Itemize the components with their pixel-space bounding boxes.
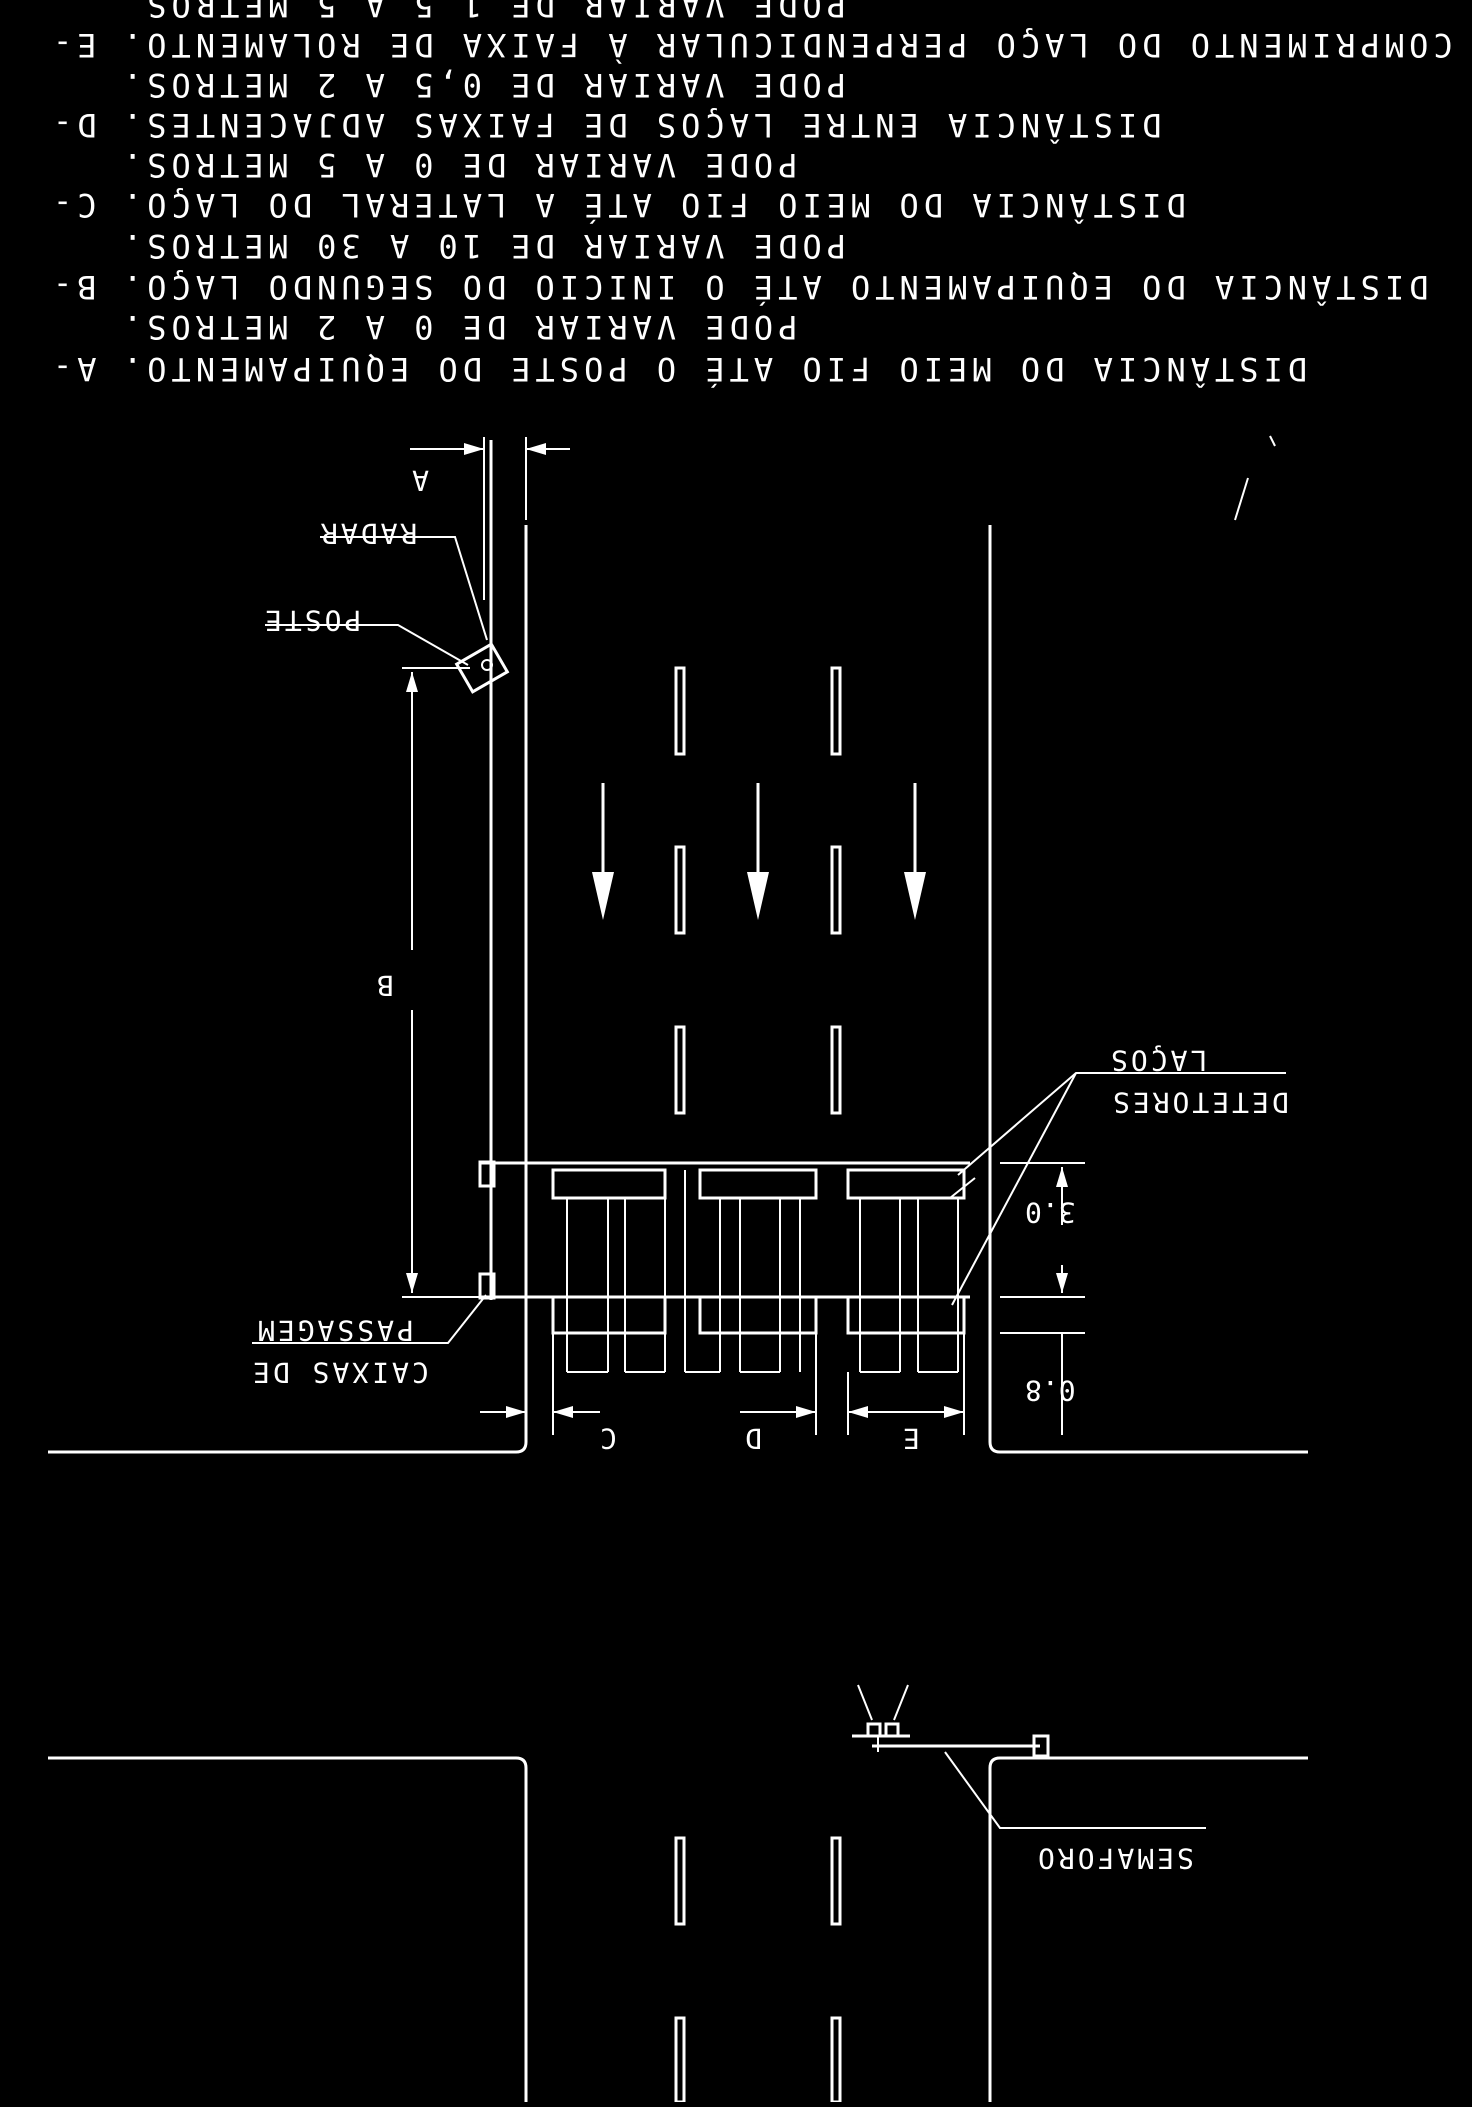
bottom-road: SEMAFORO bbox=[48, 1684, 1308, 2104]
dimension-e-label: E bbox=[903, 1422, 920, 1455]
label-radar: RADAR bbox=[318, 517, 417, 550]
lane-dash bbox=[830, 845, 842, 935]
leader-radar: RADAR bbox=[318, 517, 488, 641]
note-a-range: PODE VARIAR DE 0 A 2 METROS. bbox=[118, 308, 797, 346]
label-detetores: DETETORES bbox=[1110, 1086, 1289, 1119]
right-curb-bottom bbox=[988, 1756, 1308, 2102]
arrow-head bbox=[904, 872, 926, 920]
dimension-d-label: D bbox=[745, 1422, 762, 1455]
note-e-range: PODE VARIAR DE 1,5 A 5 METROS. bbox=[118, 0, 846, 24]
traffic-light bbox=[852, 1684, 1050, 1758]
leader-caixas-passagem: CAIXAS DE PASSAGEM bbox=[250, 1294, 487, 1389]
note-d-range: PODE VARIAR DE 0,5 A 2 METROS. bbox=[118, 66, 846, 104]
note-b-letter: B- bbox=[48, 268, 97, 306]
label-lacos: LAÇOS bbox=[1108, 1044, 1207, 1077]
note-a-text: DISTÂNCIA DO MEIO FIO ATÉ O POSTE DO EQU… bbox=[118, 350, 1307, 388]
note-e-text: COMPRIMENTO DO LAÇO PERPENDICULAR À FAIX… bbox=[118, 26, 1453, 64]
label-passagem: PASSAGEM bbox=[255, 1314, 414, 1347]
left-curb-top bbox=[48, 525, 528, 1454]
radar-box bbox=[454, 642, 510, 694]
note-e-letter: E- bbox=[48, 26, 97, 64]
right-curb-top bbox=[988, 525, 1308, 1454]
dimension-b: B bbox=[377, 667, 480, 1298]
loop-detectors bbox=[551, 1168, 976, 1373]
loop-detector-lane-2 bbox=[684, 1168, 818, 1373]
arrow-head bbox=[747, 872, 769, 920]
lane-dividers-top bbox=[674, 666, 842, 1115]
leader-lacos-detetores: LAÇOS DETETORES bbox=[951, 1044, 1289, 1306]
lane-dash bbox=[674, 1836, 686, 1926]
dimension-a-label: A bbox=[412, 464, 429, 497]
dimension-loop-spacing: 3.0 bbox=[1025, 1196, 1076, 1229]
note-b-text: DISTÂNCIA DO EQUIPAMENTO ATÉ O INICIO DO… bbox=[118, 268, 1428, 306]
lane-dash bbox=[830, 1025, 842, 1115]
dimension-a: A bbox=[410, 437, 570, 600]
note-d-text: DISTÂNCIA ENTRE LAÇOS DE FAIXAS ADJACENT… bbox=[118, 106, 1161, 144]
traffic-light-pole-box bbox=[1032, 1734, 1050, 1758]
note-c-text: DISTÂNCIA DO MEIO FIO ATÉ A LATERAL DO L… bbox=[118, 186, 1186, 224]
note-a-letter: A- bbox=[48, 350, 97, 388]
leader-poste: POSTE bbox=[262, 604, 469, 666]
note-c-letter: C- bbox=[48, 186, 97, 224]
left-curb-bottom bbox=[48, 1756, 528, 2102]
dimensions-loop-vertical: 3.0 0.8 bbox=[1000, 1162, 1085, 1435]
junction-box-1 bbox=[478, 1160, 496, 1188]
arrow-head bbox=[592, 872, 614, 920]
traffic-direction-arrows bbox=[592, 783, 926, 920]
note-c-range: PODE VARIAR DE 0 A 5 METROS. bbox=[118, 146, 797, 184]
note-d-letter: D- bbox=[48, 106, 97, 144]
lane-dash bbox=[674, 845, 686, 935]
radar-equipment bbox=[454, 642, 510, 694]
dimension-c-label: C bbox=[600, 1422, 617, 1455]
stray-mark bbox=[1234, 477, 1249, 521]
lane-dash bbox=[674, 666, 686, 756]
lane-dash bbox=[830, 1836, 842, 1926]
top-road: A B C D E bbox=[48, 437, 1308, 1455]
label-semaforo: SEMAFORO bbox=[1035, 1842, 1194, 1875]
note-b-range: PODE VARIAR DE 10 A 30 METROS. bbox=[118, 227, 846, 265]
label-poste: POSTE bbox=[262, 604, 361, 637]
lane-dash bbox=[674, 1025, 686, 1115]
lane-dash bbox=[830, 666, 842, 756]
loop-detector-lane-3 bbox=[846, 1168, 976, 1373]
dimension-loop-length: 0.8 bbox=[1025, 1374, 1076, 1407]
dimensions-cde: C D E bbox=[480, 1333, 965, 1455]
junction-box-2 bbox=[478, 1272, 496, 1300]
notes-block: A- DISTÂNCIA DO MEIO FIO ATÉ O POSTE DO … bbox=[48, 0, 1453, 388]
label-caixas-de: CAIXAS DE bbox=[250, 1356, 429, 1389]
loop-detector-lane-1 bbox=[551, 1168, 667, 1373]
stray-mark bbox=[1269, 435, 1276, 447]
leader-semaforo: SEMAFORO bbox=[944, 1751, 1206, 1875]
dimension-b-label: B bbox=[377, 969, 394, 1002]
radar-lens bbox=[481, 659, 493, 671]
